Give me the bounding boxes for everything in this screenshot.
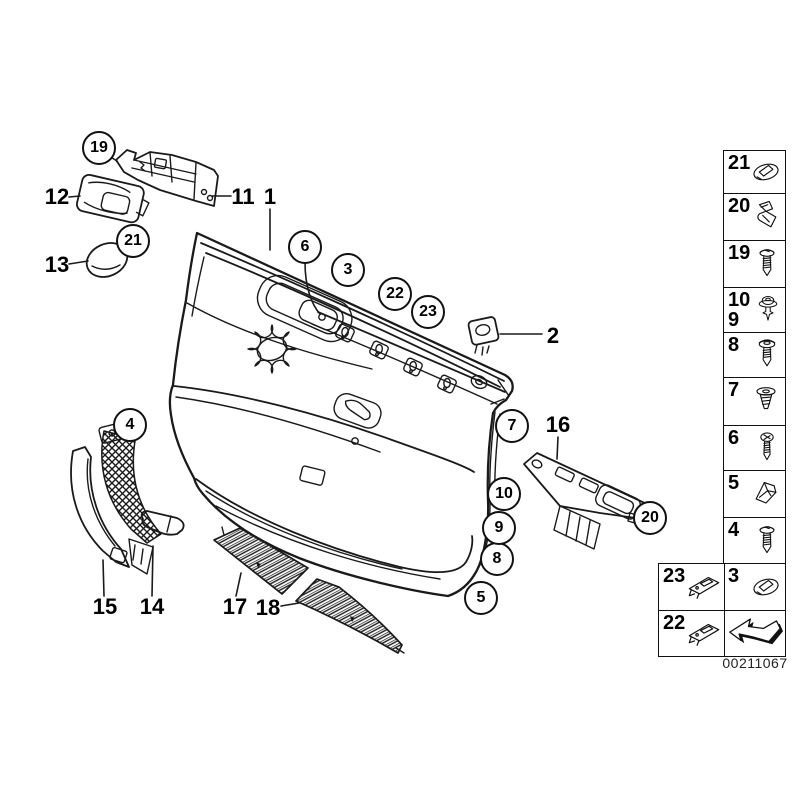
sidebar-label-20: 20 <box>728 195 751 217</box>
sidebar-box-5[interactable]: 5 <box>723 470 786 518</box>
callout-11[interactable]: 11 <box>231 184 255 209</box>
callout-circled-8[interactable]: 8 <box>480 542 514 576</box>
map-pocket <box>195 465 474 580</box>
callout-13[interactable]: 13 <box>44 252 70 277</box>
part-16-switch-bracket <box>523 452 650 550</box>
sidebar-box-8[interactable]: 8 <box>723 332 786 378</box>
callout-circled-22[interactable]: 22 <box>378 277 412 311</box>
sidebar-label-23: 23 <box>663 565 686 587</box>
sidebar-label-6: 6 <box>728 427 740 449</box>
callout-2[interactable]: 2 <box>546 323 560 348</box>
sidebar-label-8: 8 <box>728 334 740 356</box>
callout-circled-9[interactable]: 9 <box>482 511 516 545</box>
part-17-speaker-grille <box>213 526 309 595</box>
cross-screw-icon <box>750 427 784 469</box>
callout-circled-5[interactable]: 5 <box>464 581 498 615</box>
sidebar-label-3: 3 <box>728 565 740 587</box>
washer-screw-icon <box>750 334 784 376</box>
sidebar-box-7[interactable]: 7 <box>723 377 786 426</box>
screw-point-6 <box>318 313 326 321</box>
sidebar-box-21[interactable]: 21 <box>723 150 786 194</box>
sidebar-label-9: 9 <box>728 309 740 331</box>
grommet-rivet-icon <box>752 290 784 330</box>
sidebar-label-19: 19 <box>728 242 751 264</box>
callout-1[interactable]: 1 <box>263 184 277 209</box>
callout-circled-4[interactable]: 4 <box>113 408 147 442</box>
back-arrow-box[interactable] <box>723 610 786 657</box>
sidebar-label-10: 10 <box>728 289 751 311</box>
sidebar-box-3[interactable]: 3 <box>723 563 786 611</box>
wedge-clip-icon <box>748 474 784 514</box>
carrier-rail <box>311 311 510 405</box>
sidebar-box-4[interactable]: 4 <box>723 517 786 564</box>
part-11-handle-carrier <box>115 149 219 207</box>
sidebar-box-22[interactable]: 22 <box>658 610 725 657</box>
sidebar-label-4: 4 <box>728 519 740 541</box>
callout-15[interactable]: 15 <box>92 594 118 619</box>
part-18-speaker-grille <box>295 578 405 654</box>
callout-circled-10[interactable]: 10 <box>487 477 521 511</box>
oval-grommet-icon <box>748 153 784 191</box>
callout-circled-6[interactable]: 6 <box>288 230 322 264</box>
sidebar-label-22: 22 <box>663 612 686 634</box>
callout-circled-20[interactable]: 20 <box>633 501 667 535</box>
door-panel-outline <box>168 231 514 598</box>
flange-screw-icon <box>750 520 784 562</box>
part-2-clip <box>467 316 500 356</box>
tweeter-speaker-opening <box>247 324 297 374</box>
callout-14[interactable]: 14 <box>139 594 165 619</box>
expansion-rivet-icon <box>748 382 784 422</box>
sidebar-box-23[interactable]: 23 <box>658 563 725 611</box>
sidebar-box-6[interactable]: 6 <box>723 425 786 471</box>
bracket-clip-icon <box>685 614 723 654</box>
spring-clip-icon <box>748 197 784 237</box>
sidebar-label-5: 5 <box>728 472 740 494</box>
part-12-handle-bezel <box>76 173 150 224</box>
callout-12[interactable]: 12 <box>44 184 70 209</box>
sidebar-box-20[interactable]: 20 <box>723 193 786 241</box>
callout-18[interactable]: 18 <box>255 595 281 620</box>
sidebar-box-10-9[interactable]: 10 9 <box>723 287 786 333</box>
part-15-pull-handle-trim <box>70 446 130 568</box>
back-arrow-icon <box>727 615 783 653</box>
sidebar-label-21: 21 <box>728 152 751 174</box>
callout-17[interactable]: 17 <box>222 594 248 619</box>
callout-16[interactable]: 16 <box>545 412 571 437</box>
doc-number: 00211067 <box>722 655 788 671</box>
sidebar-box-19[interactable]: 19 <box>723 240 786 288</box>
callout-circled-7[interactable]: 7 <box>495 409 529 443</box>
oval-grommet-icon <box>748 568 784 606</box>
part-14-pull-handle-bracket <box>98 422 185 575</box>
callout-circled-19[interactable]: 19 <box>82 131 116 165</box>
callout-circled-21[interactable]: 21 <box>116 224 150 258</box>
bracket-clip-icon <box>685 567 723 607</box>
flange-screw-icon <box>750 243 784 285</box>
leader-lines <box>68 155 559 607</box>
sidebar-label-7: 7 <box>728 379 740 401</box>
callout-circled-23[interactable]: 23 <box>411 295 445 329</box>
callout-circled-3[interactable]: 3 <box>331 253 365 287</box>
armrest <box>173 385 475 473</box>
